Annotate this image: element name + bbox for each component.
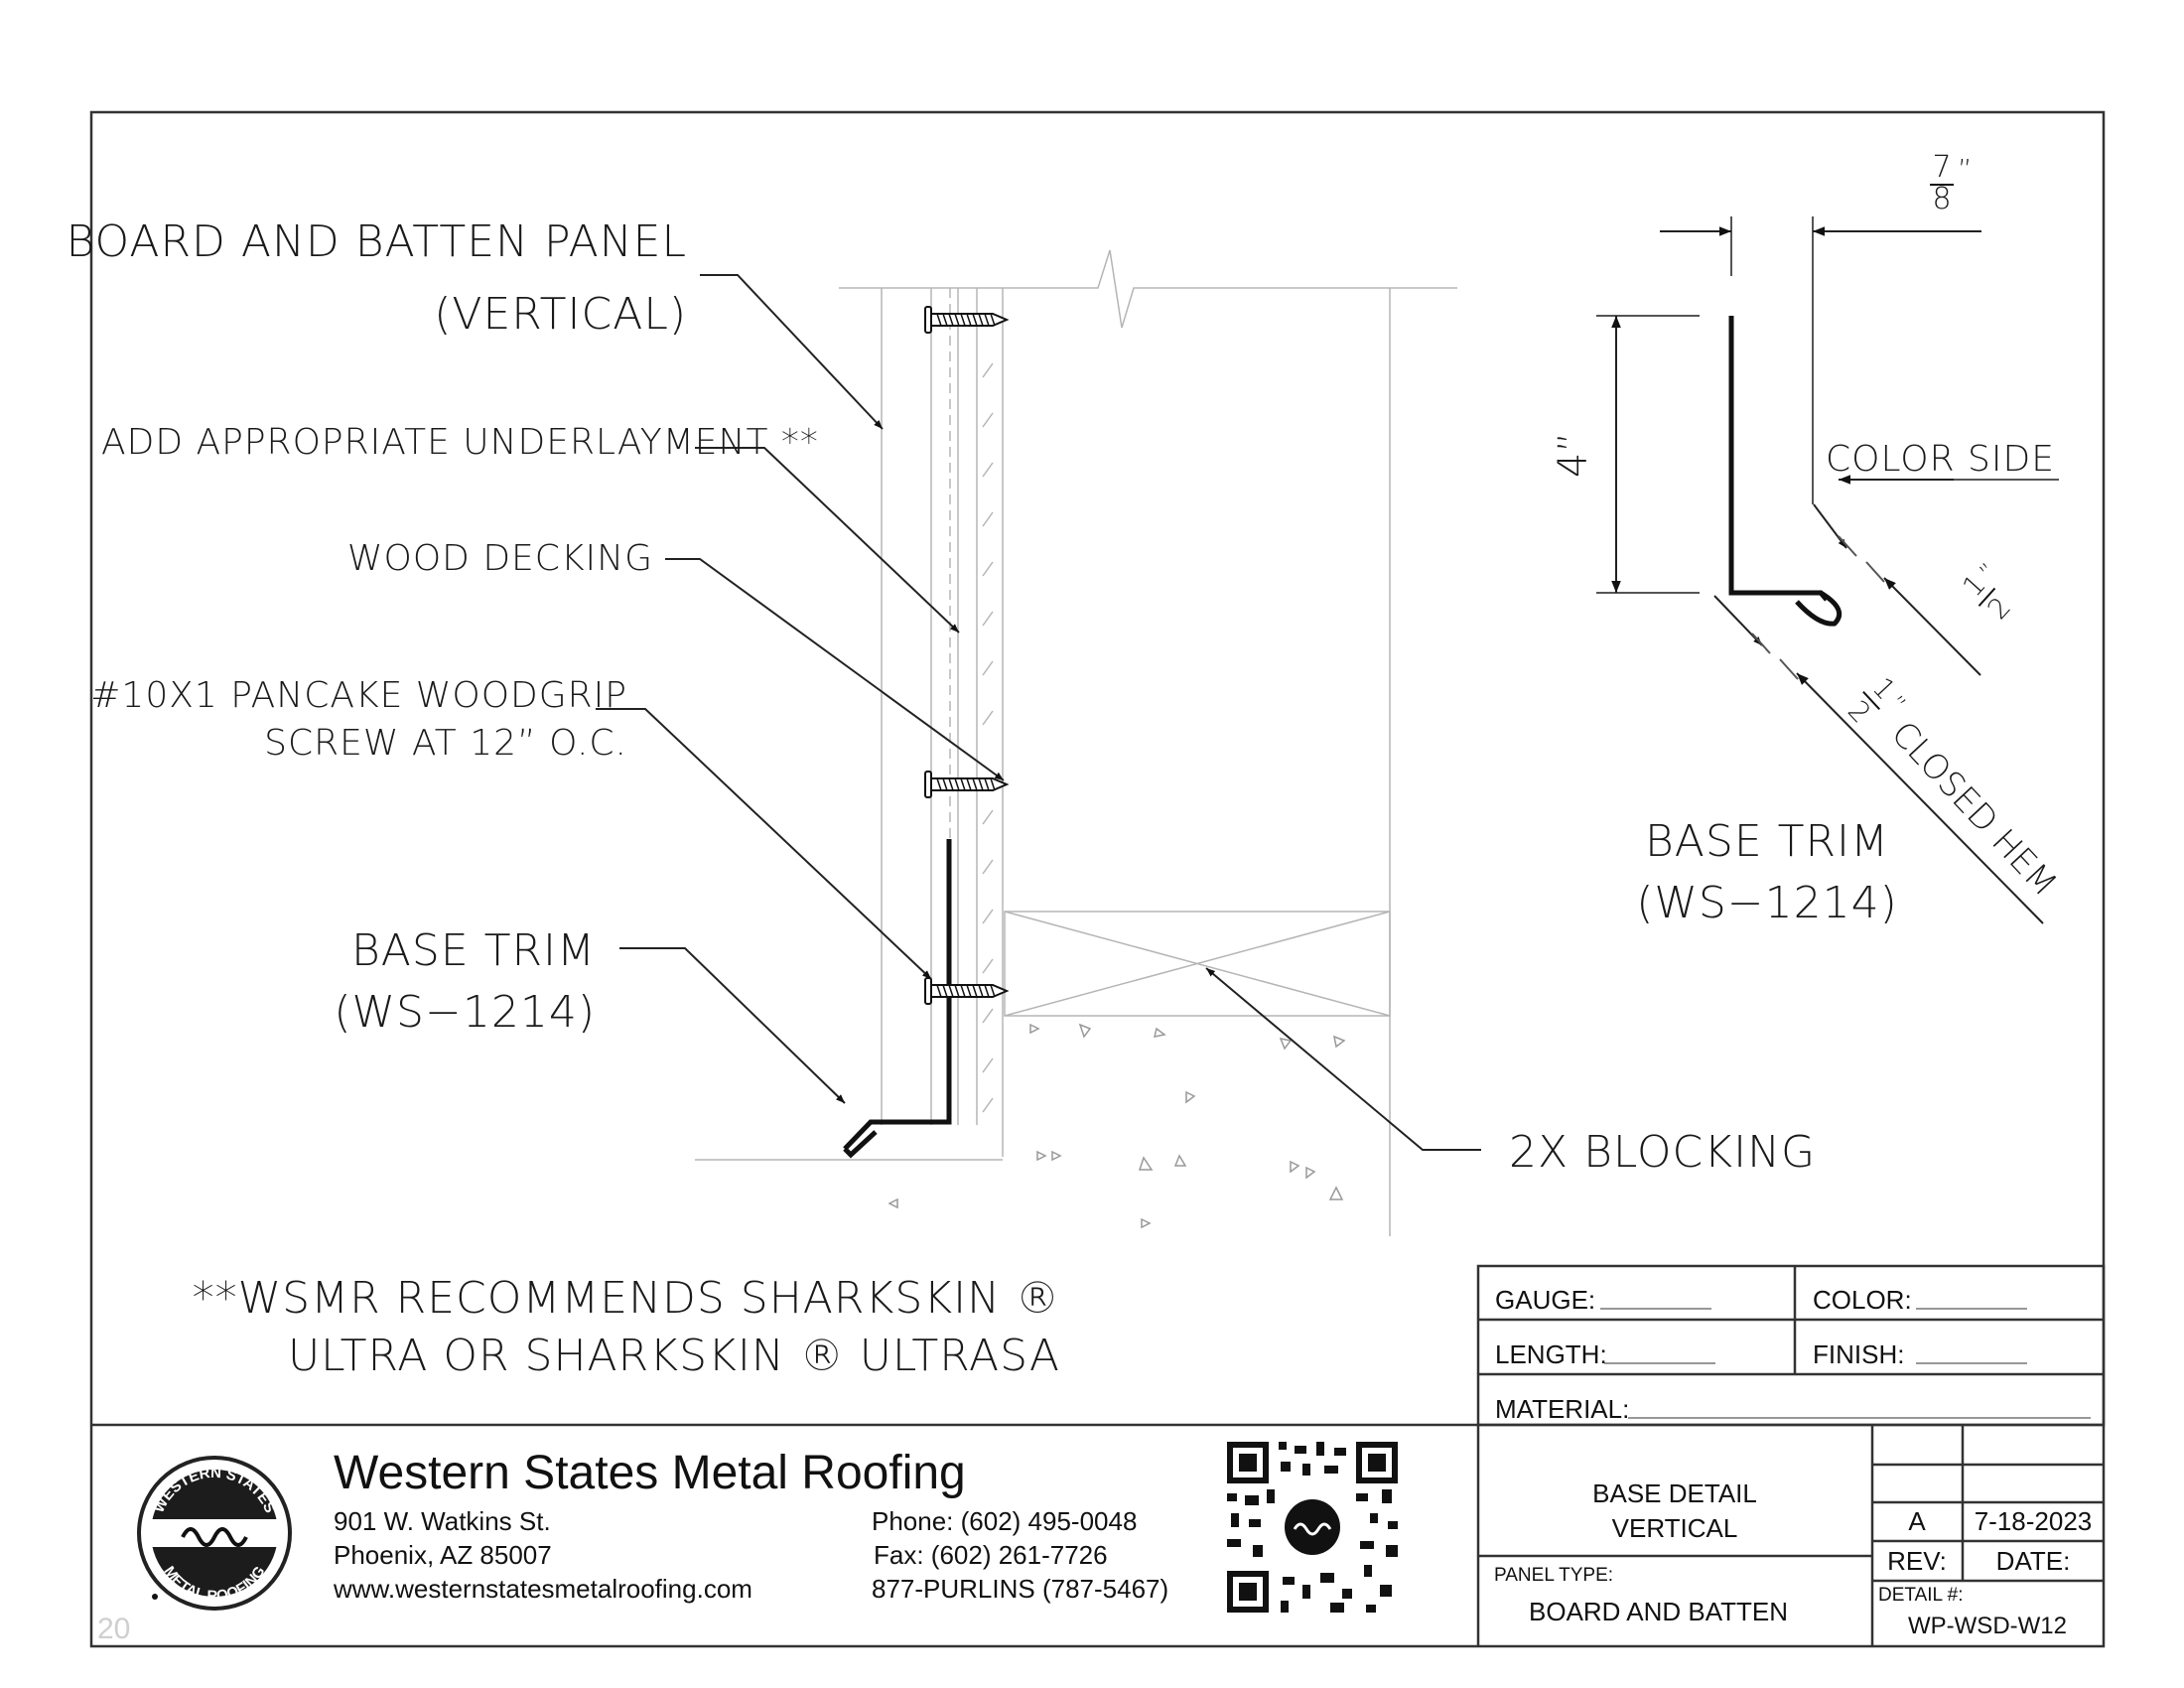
date-value: 7-18-2023 [1975,1506,2093,1536]
blocking-diagonal-2 [1004,911,1391,1017]
title-block [1476,1425,2104,1646]
callout-leaders [596,274,1481,1151]
break-line [839,249,1457,329]
leader-blocking [1205,967,1481,1151]
closed-hem-text: CLOSED HEM [1883,714,2064,905]
rev-label: REV: [1887,1546,1947,1576]
screw-top [924,306,1008,334]
detail-number-label: DETAIL #: [1878,1585,1964,1606]
decking-label: WOOD DECKING [347,538,653,579]
panel-type-label: PANEL TYPE: [1494,1565,1613,1586]
rev-value: A [1908,1506,1926,1536]
trim-detail-name-line2: (WS−1214) [1636,878,1898,928]
color-side-label: COLOR SIDE [1826,439,2055,480]
leader-decking [665,558,1005,781]
hem-dim-tick-2 [1779,658,1799,680]
wall-section-detail [695,249,1457,1236]
half-dim-label: 1 2 ” [1956,558,2017,626]
spec-labels: GAUGE: COLOR: LENGTH: FINISH: MATERIAL: [1495,1285,1912,1424]
screw-label-line2: SCREW AT 12” O.C. [264,723,627,764]
screw-middle [924,771,1008,798]
company-website: www.westernstatesmetalroofing.com [333,1574,752,1604]
base-trim-label-line1: BASE TRIM [351,925,596,976]
detail-number-value: WP-WSD-W12 [1908,1613,2067,1639]
half-dim-tick-1 [1838,535,1857,557]
spec-box-frame [1476,1264,2106,1427]
half-dim-tick-2 [1865,561,1885,583]
qr-center-wave [1293,1522,1332,1536]
note-line1: **WSMR RECOMMENDS SHARKSKIN ® [193,1273,1060,1324]
base-trim-profile [843,839,952,1151]
leader-underlayment [695,447,960,633]
base-trim-detail [1596,216,2059,924]
company-address-1: 901 W. Watkins St. [334,1506,551,1536]
qr-center-logo-icon [1285,1499,1340,1555]
material-label: MATERIAL: [1495,1394,1629,1424]
base-trim-label-line2: (WS−1214) [334,987,596,1038]
panel-label-line2: (VERTICAL) [434,289,687,340]
logo-dot [152,1594,158,1600]
company-fax: Fax: (602) 261-7726 [874,1540,1108,1570]
color-label: COLOR: [1813,1285,1912,1315]
base-trim-hem [843,1130,878,1159]
qr-code [1227,1442,1398,1613]
callout-labels: BOARD AND BATTEN PANEL (VERTICAL) ADD AP… [66,216,1816,1178]
company-phone: Phone: (602) 495-0048 [872,1506,1137,1536]
half-dim-arrow-in [1813,503,1847,549]
recommendation-note: **WSMR RECOMMENDS SHARKSKIN ® ULTRA OR S… [193,1273,1060,1381]
page-number: 20 [97,1613,130,1645]
hem-dim-tick-1 [1751,633,1771,654]
leader-base-trim [619,947,846,1104]
logo-wave-icon [181,1527,248,1547]
gauge-label: GAUGE: [1495,1285,1595,1315]
company-address-2: Phoenix, AZ 85007 [334,1540,552,1570]
underlayment-label: ADD APPROPRIATE UNDERLAYMENT ** [101,422,819,463]
dim-top-unit: ” [1958,153,1973,186]
sheet-border [89,110,2106,1648]
company-logo: WESTERN STATES METAL ROOFING [137,1456,292,1611]
dim-top-numerator: 7 [1932,150,1951,185]
trim-detail-name-line1: BASE TRIM [1645,816,1889,867]
decking-hatch [982,362,994,1113]
finish-label: FINISH: [1813,1339,1904,1369]
leader-screw [596,708,932,980]
blocking-rect [1004,911,1391,1017]
screw-label-line1: #10X1 PANCAKE WOODGRIP [90,675,627,716]
company-info: Western States Metal Roofing 901 W. Watk… [333,1447,1168,1604]
trim-detail-hem [1795,590,1843,627]
half-dim-bar [1978,587,1996,607]
qr-modules [1227,1442,1398,1613]
panel-label-line1: BOARD AND BATTEN PANEL [66,216,687,267]
screw-bottom [924,977,1008,1005]
panel-type-value: BOARD AND BATTEN [1529,1597,1788,1626]
blocking-label: 2X BLOCKING [1509,1127,1816,1178]
leader-panel [700,274,884,430]
hem-bar [1862,691,1880,710]
gravel-symbols [887,1023,1346,1229]
length-label: LENGTH: [1495,1339,1607,1369]
dim-height-label: 4” [1551,432,1596,478]
note-line2: ULTRA OR SHARKSKIN ® ULTRASA [288,1331,1060,1381]
half-dim-arrow-out [1883,577,1981,676]
drawing-title-line2: VERTICAL [1612,1513,1738,1543]
spec-box [1476,1264,2106,1427]
date-label: DATE: [1996,1546,2071,1576]
dim-top-denominator: 8 [1932,182,1951,216]
company-name: Western States Metal Roofing [334,1447,966,1499]
drawing-title-line1: BASE DETAIL [1592,1478,1757,1508]
title-block-text: BASE DETAIL VERTICAL PANEL TYPE: BOARD A… [1494,1478,2092,1639]
hem-dim-arrow-out [1796,672,2044,924]
company-tollfree: 877-PURLINS (787-5467) [872,1574,1168,1604]
